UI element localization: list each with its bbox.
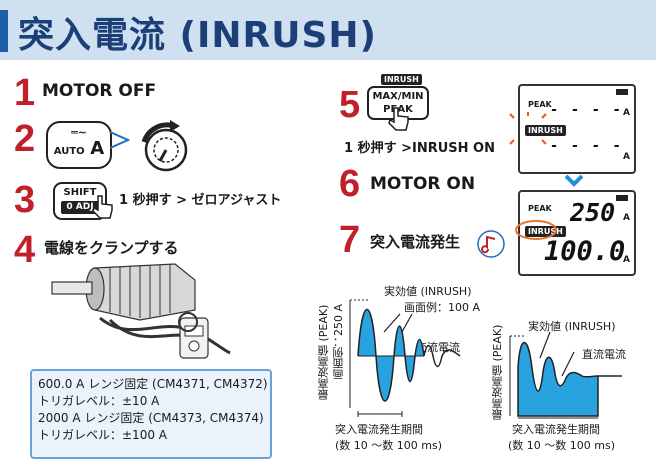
lcd-display-before: PEAK - - - - A INRUSH - - - - A — [518, 84, 636, 174]
step-4-number: 4 — [14, 229, 36, 271]
ac-rms-example: 画面例：100 A — [404, 301, 481, 314]
step-2-number: 2 — [14, 118, 36, 160]
inrush-value: - - - - — [550, 138, 624, 154]
finger-press-icon — [92, 195, 113, 219]
page-title: 突入電流 (INRUSH) — [18, 15, 377, 56]
max-min-key-label: MAX/MIN — [372, 91, 424, 102]
unit-label: A — [623, 213, 630, 223]
unit-label: A — [623, 255, 630, 265]
note-line-1: 600.0 A レンジ固定 (CM4371, CM4372) — [38, 377, 268, 391]
battery-icon — [616, 195, 628, 201]
unit-label: A — [623, 108, 630, 118]
peak-value: 250 — [570, 198, 616, 227]
step-7-text: 突入電流発生 — [370, 233, 461, 251]
finger-press-icon — [388, 107, 409, 131]
peak-label: PEAK — [528, 204, 552, 213]
title-accent-bar — [0, 10, 8, 52]
sound-alert-icon — [477, 230, 505, 258]
ac-rms-label: 実効値 (INRUSH) — [384, 285, 472, 298]
step-3-number: 3 — [14, 179, 36, 221]
note-line-4: トリガレベル：±100 A — [38, 428, 167, 442]
peak-value: - - - - — [550, 102, 624, 118]
rotary-dial-icon[interactable] — [130, 118, 200, 176]
zero-adj-key-label: 0 ADJ — [61, 201, 99, 214]
dc-rms-label: 実効値 (INRUSH) — [528, 320, 616, 333]
amp-key-label: A — [90, 138, 105, 159]
highlight-ring-icon — [515, 220, 557, 240]
dc-ac-symbol: ═~ — [71, 126, 87, 139]
callout-pointer-icon — [109, 131, 130, 149]
note-line-2: トリガレベル：±10 A — [38, 394, 160, 408]
motor-clamp-illustration — [51, 263, 231, 359]
inrush-indicator: INRUSH — [525, 125, 566, 136]
auto-a-key[interactable]: ═~ AUTO A — [46, 121, 112, 169]
blink-indicator-icon — [509, 112, 547, 145]
dc-period-range: (数 10 ～数 100 ms) — [508, 439, 616, 452]
battery-icon — [616, 89, 628, 95]
ac-inrush-waveform — [349, 299, 461, 417]
step-5-caption: 1 秒押す >INRUSH ON — [344, 141, 495, 156]
step-1-text: MOTOR OFF — [42, 81, 157, 101]
step-5-number: 5 — [339, 84, 361, 126]
dc-inrush-waveform — [509, 331, 622, 419]
range-trigger-note: 600.0 A レンジ固定 (CM4371, CM4372) トリガレベル：±1… — [30, 369, 272, 459]
dc-current-label: 直流電流 — [582, 348, 626, 361]
down-arrow-icon — [565, 174, 583, 187]
unit-label: A — [623, 152, 630, 162]
step-6-number: 6 — [339, 163, 361, 205]
step-4-text: 電線をクランプする — [44, 239, 179, 257]
inrush-chip-label: INRUSH — [381, 74, 422, 85]
step-7-number: 7 — [339, 219, 361, 261]
inrush-indicator: INRUSH — [525, 226, 566, 237]
ac-peak-axis-label: 最高波高値 (PEAK) — [317, 304, 330, 400]
step-1-number: 1 — [14, 72, 36, 114]
peak-label: PEAK — [528, 100, 552, 109]
ac-period-range: (数 10 ～数 100 ms) — [335, 439, 443, 452]
lcd-display-after: PEAK 250 A INRUSH 100.0 A — [518, 190, 636, 276]
title-banner — [0, 0, 656, 60]
inrush-value: 100.0 — [544, 236, 626, 267]
dc-period-label: 突入電流発生期間 — [512, 423, 600, 436]
note-line-3: 2000 A レンジ固定 (CM4373, CM4374) — [38, 411, 264, 425]
auto-key-label: AUTO — [53, 146, 85, 157]
step-3-text: 1 秒押す > ゼロアジャスト — [119, 193, 282, 208]
shift-key-label: SHIFT — [63, 187, 97, 198]
ac-period-label: 突入電流発生期間 — [335, 423, 423, 436]
ac-current-label: 交流電流 — [416, 341, 460, 354]
dc-peak-axis-label: 最高波高値 (PEAK) — [491, 324, 504, 420]
step-6-text: MOTOR ON — [370, 174, 476, 194]
